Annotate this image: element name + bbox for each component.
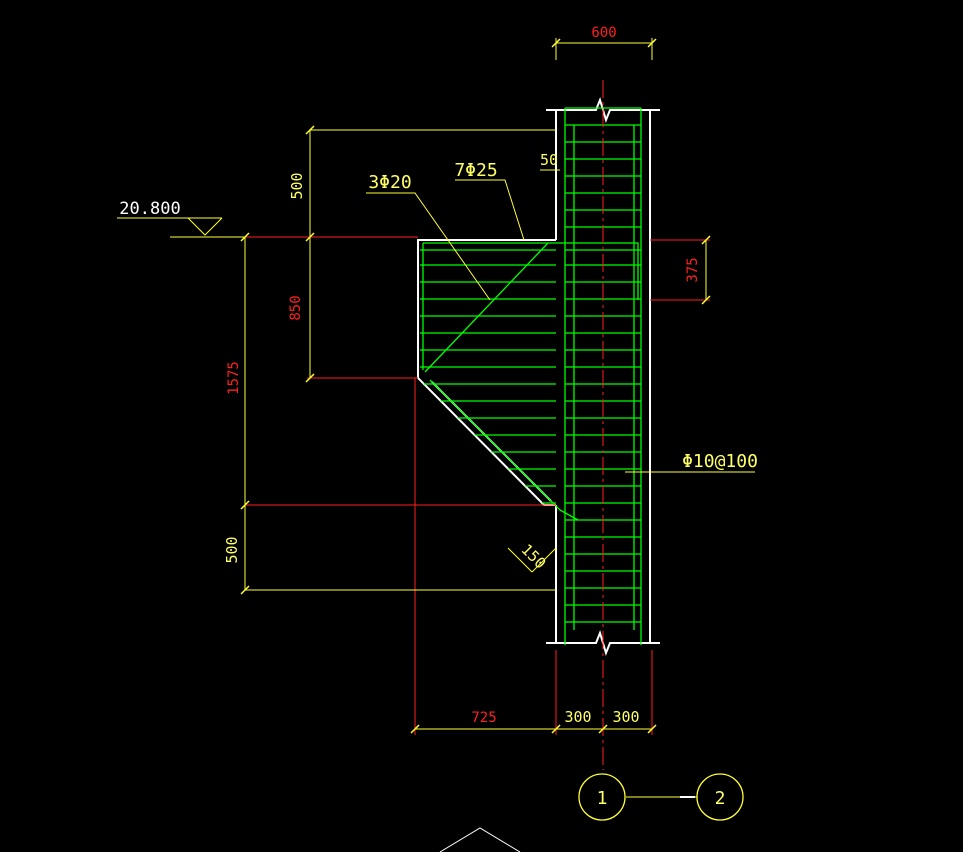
axis-label-2: 2	[715, 788, 726, 809]
extension-lines	[240, 236, 710, 735]
rebar-top-label: 7Φ25	[454, 160, 497, 181]
elevation-label: 20.800	[119, 199, 180, 219]
rebar-stirrup-label: Φ10@100	[682, 451, 758, 472]
dim-upper-parapet: 500	[288, 172, 306, 199]
axis-marker-2: 2	[696, 773, 744, 821]
axis-label-1: 1	[597, 788, 608, 809]
axis-circle-1	[578, 773, 626, 821]
dimension-lines	[117, 38, 755, 798]
dim-column-width: 600	[591, 25, 616, 41]
dim-half-column-right: 300	[612, 708, 639, 726]
dim-half-column-left: 300	[564, 708, 591, 726]
dim-corbel-width: 725	[471, 710, 496, 726]
dim-total-height: 1575	[226, 361, 242, 395]
dim-corbel-slope-height: 850	[288, 295, 304, 320]
annotation-labels: 20.800 3Φ20 7Φ25 Φ10@100	[119, 160, 758, 472]
dim-bar-anchor: 375	[685, 257, 701, 282]
next-detail-edge	[439, 827, 521, 852]
axis-circle-2	[696, 773, 744, 821]
dim-lower-offset: 500	[223, 536, 241, 563]
dimension-ticks	[240, 38, 711, 734]
axis-marker-1: 1	[578, 773, 626, 821]
dim-chamfer-size: 150	[518, 541, 550, 573]
rebar-diagonal-label: 3Φ20	[368, 172, 411, 193]
dim-cover-offset: 50	[540, 151, 558, 169]
